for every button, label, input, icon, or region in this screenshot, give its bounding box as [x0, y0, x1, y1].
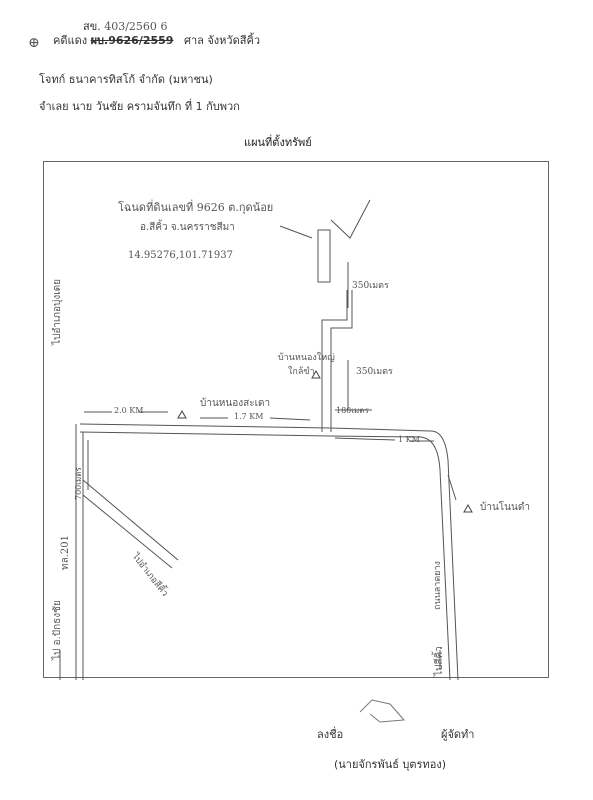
signature-scribble — [359, 699, 406, 723]
road-left-bottom: ไป อ.ปักธงชัย — [52, 600, 63, 660]
stamp-line: สข. 403/2560 6 — [83, 17, 167, 35]
village-kaew-triangle — [311, 369, 321, 379]
case-label: คดีแดง — [53, 34, 88, 47]
case-line: คดีแดง ผบ.9626/2559 ศาล จังหวัดสีคิ้ว — [53, 31, 260, 49]
property-note-1: โฉนดที่ดินเลขที่ 9626 ต.กุดน้อย — [118, 201, 274, 214]
diagonal-road-edge1 — [82, 479, 179, 561]
dist-1-7km: 1.7 KM — [234, 412, 264, 421]
sign-label: ลงชื่อ — [317, 728, 344, 741]
main-road-top-edge — [79, 423, 431, 432]
village-kaew: บ้านหนองใหญ่ — [278, 353, 335, 363]
road-right-bottom-2: ถนนลาดยาง — [433, 561, 443, 610]
village-right: บ้านโนนดำ — [480, 502, 530, 513]
main-road-bottom-edge — [79, 431, 421, 438]
circle-mark-icon: ⊕ — [28, 35, 40, 51]
map-frame — [43, 161, 549, 678]
village-sadao-triangle — [177, 409, 187, 419]
village-sadao: บ้านหนองสะเดา — [200, 398, 271, 409]
coordinates: 14.95276,101.71937 — [128, 250, 233, 261]
access-road-left — [321, 290, 348, 432]
right-road-edge1 — [429, 430, 459, 681]
property-boundary — [330, 199, 371, 239]
page-title: แผนที่ตั้งทรัพย์ — [244, 136, 312, 149]
right-road-edge2 — [419, 436, 451, 681]
dist-1-7km-arrow-right — [269, 417, 311, 421]
diagonal-road-edge2 — [82, 494, 173, 569]
court-name: ศาล จังหวัดสีคิ้ว — [183, 34, 261, 47]
case-number: ผบ.9626/2559 — [90, 34, 174, 47]
dist-350-mid: 350เมตร — [356, 367, 393, 377]
village-right-triangle — [463, 503, 473, 513]
role-label: ผู้จัดทำ — [441, 728, 475, 741]
dist-1km-arrow-left — [334, 437, 396, 441]
highway-label: ทล.201 — [60, 535, 71, 570]
access-road-right — [330, 290, 353, 432]
plaintiff-line: โจทก์ ธนาคารทิสโก้ จำกัด (มหาชน) — [39, 73, 213, 86]
road-left-top: ไปอำเภอบุ่งเตย — [52, 278, 63, 345]
dist-2km: 2.0 KM — [114, 406, 144, 415]
property-note-2: อ.สีคิ้ว จ.นครราชสีมา — [140, 222, 235, 233]
stamp-suffix: 6 — [160, 20, 168, 33]
defendant-line: จำเลย นาย วันชัย ครามจันทึก ที่ 1 กับพวก — [39, 100, 240, 113]
road-right-bottom: ไปสีคิ้ว — [434, 646, 445, 676]
dist-180: 180เมตร — [336, 406, 369, 415]
dist-1km: 1 KM — [398, 435, 420, 444]
dist-700: 700เมตร — [74, 467, 83, 500]
dist-350-top: 350เมตร — [352, 281, 389, 291]
right-village-arrow — [447, 474, 457, 501]
stamp-number: 403/2560 — [104, 20, 157, 33]
signer-name: (นายจักรพันธ์ บุตรทอง) — [334, 758, 446, 771]
property-parcel — [317, 229, 331, 283]
village-kaew-2: ใกล้ขำ — [288, 367, 315, 377]
stamp-prefix: สข. — [83, 20, 101, 33]
pointer-arrow — [279, 225, 313, 239]
